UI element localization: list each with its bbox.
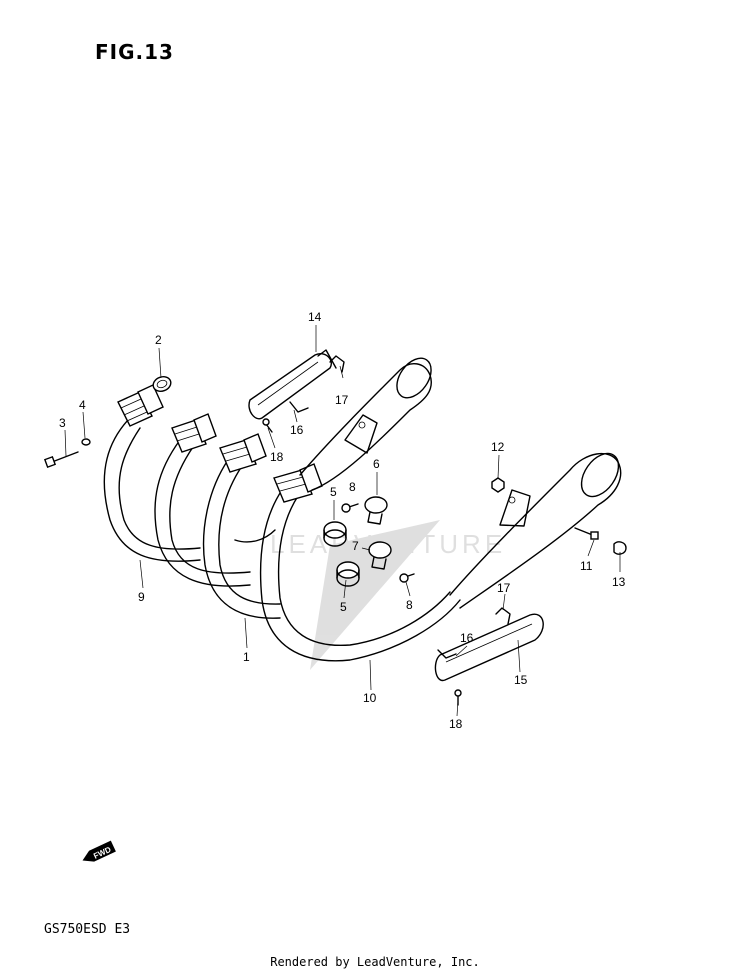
callout-8a: 8: [349, 480, 356, 494]
screw-18-upper: [262, 418, 273, 433]
bolt-8-lower: [399, 573, 415, 583]
fwd-arrow-icon: FWD: [82, 840, 116, 862]
callout-9: 9: [138, 590, 145, 604]
connector-5-lower: [336, 561, 360, 587]
nut-12: [491, 477, 505, 493]
callout-16b: 16: [460, 631, 474, 645]
callout-4: 4: [79, 398, 86, 412]
exhaust-pipe-9: [103, 384, 201, 562]
callout-3: 3: [59, 416, 66, 430]
callout-18b: 18: [449, 717, 463, 731]
callout-17b: 17: [497, 581, 511, 595]
exhaust-pipe-third: [202, 433, 281, 619]
muffler-right: [449, 452, 622, 609]
clip-16-upper: [289, 401, 309, 413]
footer-credit: Rendered by LeadVenture, Inc.: [270, 955, 480, 969]
exhaust-pipe-10: [259, 463, 461, 662]
callout-6: 6: [373, 457, 380, 471]
callout-17a: 17: [335, 393, 349, 407]
callout-16a: 16: [290, 423, 304, 437]
callout-14: 14: [308, 310, 322, 324]
callout-13: 13: [612, 575, 626, 589]
callout-5b: 5: [340, 600, 347, 614]
callout-5a: 5: [330, 485, 337, 499]
callout-8b: 8: [406, 598, 413, 612]
callout-12: 12: [491, 440, 505, 454]
muffler-left: [299, 357, 432, 491]
bolt-11: [574, 527, 599, 540]
callout-numbers: 1 2 3 4 5 5 6 7 8 8 9 10 11 12 13 14 15 …: [59, 310, 626, 731]
callout-18a: 18: [270, 450, 284, 464]
callout-15: 15: [514, 673, 528, 687]
heat-shield-15: [434, 613, 544, 682]
callout-11: 11: [580, 559, 593, 573]
heat-shield-14: [248, 349, 337, 420]
cap-13: [613, 541, 627, 555]
exhaust-pipe-1: [154, 413, 251, 587]
clip-17-upper: [329, 355, 345, 373]
connector-5-upper: [323, 521, 347, 547]
gasket-2: [152, 376, 172, 392]
callout-10: 10: [363, 691, 377, 705]
washer-4: [81, 438, 91, 446]
fwd-label: FWD: [92, 845, 113, 861]
model-code: GS750ESD E3: [44, 922, 131, 937]
clamp-6: [364, 496, 388, 525]
callout-1: 1: [243, 650, 250, 664]
leader-lines: [64, 325, 621, 717]
clip-16-lower: [437, 649, 457, 659]
callout-7: 7: [352, 539, 359, 553]
clip-17-lower: [495, 607, 511, 625]
bolt-3: [43, 451, 79, 469]
callout-2: 2: [155, 333, 162, 347]
figure-title: FIG.13: [95, 40, 174, 64]
bolt-8-upper: [341, 503, 359, 513]
